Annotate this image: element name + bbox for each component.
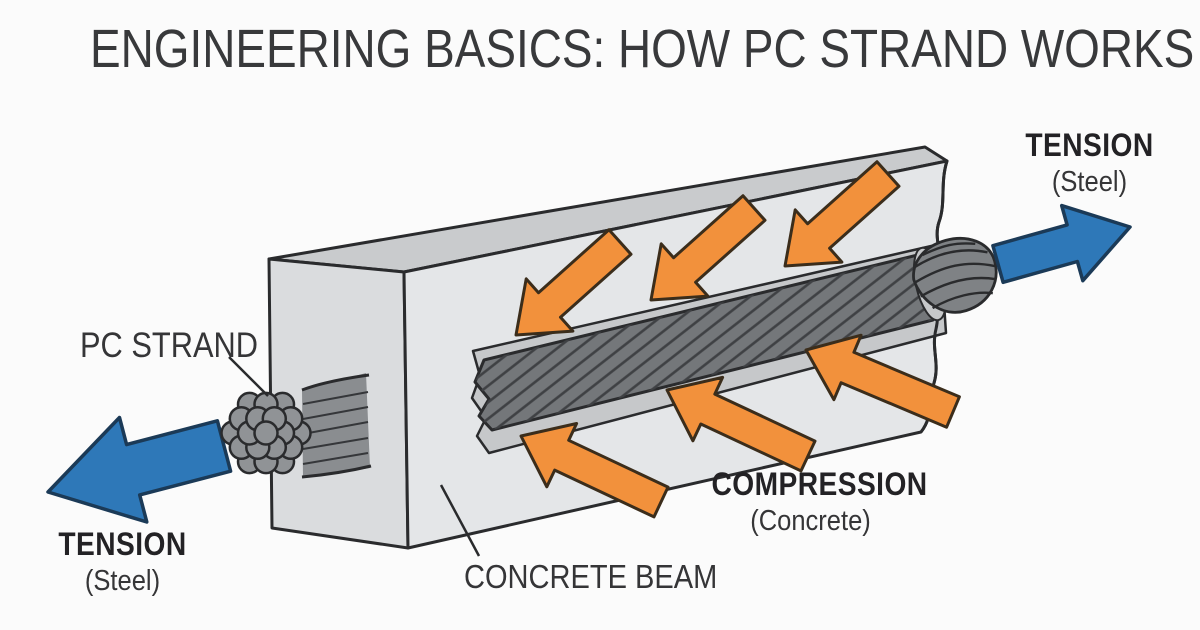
compression-arrow-top-2 (649, 194, 767, 302)
strand-stub-top-edge (301, 373, 370, 392)
pc-strand-left-end (220, 373, 372, 479)
pc-strand-right-end (912, 236, 998, 314)
tension-left-material: (Steel) (84, 564, 161, 597)
strand-wire (253, 420, 279, 446)
compression-arrow-bottom-3 (804, 333, 961, 429)
tension-arrows (46, 203, 1132, 524)
compression-label: COMPRESSION (Concrete) (711, 466, 928, 537)
compression-title: COMPRESSION (711, 466, 928, 502)
concrete-beam-leader-line (439, 484, 481, 557)
tension-right-material: (Steel) (1051, 165, 1128, 198)
pc-strand-leader-line (228, 356, 269, 397)
compression-arrow-top-1 (514, 228, 633, 337)
concrete-beam-label: CONCRETE BEAM (464, 558, 718, 595)
page-title: ENGINEERING BASICS: HOW PC STRAND WORKS (90, 19, 1195, 79)
tension-left-title: TENSION (58, 526, 187, 562)
tension-label-left: TENSION (Steel) (24, 526, 222, 597)
strand-stub (302, 373, 370, 478)
strand-stub-bottom-edge (301, 464, 372, 479)
compression-material: (Concrete) (750, 504, 871, 537)
tension-right-title: TENSION (1025, 127, 1154, 163)
strand-wire-bundle (220, 391, 312, 475)
tension-arrow-left (46, 415, 233, 524)
strand-stub-striations (302, 391, 369, 465)
compression-arrow-bottom-1 (519, 422, 670, 519)
pc-strand-twist-hatching (475, 252, 933, 430)
tension-arrow-right (991, 203, 1132, 285)
pc-strand-label: PC STRAND (80, 326, 258, 365)
compression-arrow-bottom-2 (665, 375, 817, 473)
tension-label-right: TENSION (Steel) (991, 127, 1189, 198)
compression-arrows (514, 160, 961, 519)
compression-arrow-top-3 (783, 160, 901, 268)
strand-end-wire-ridges (914, 242, 996, 310)
leader-lines (228, 356, 481, 557)
